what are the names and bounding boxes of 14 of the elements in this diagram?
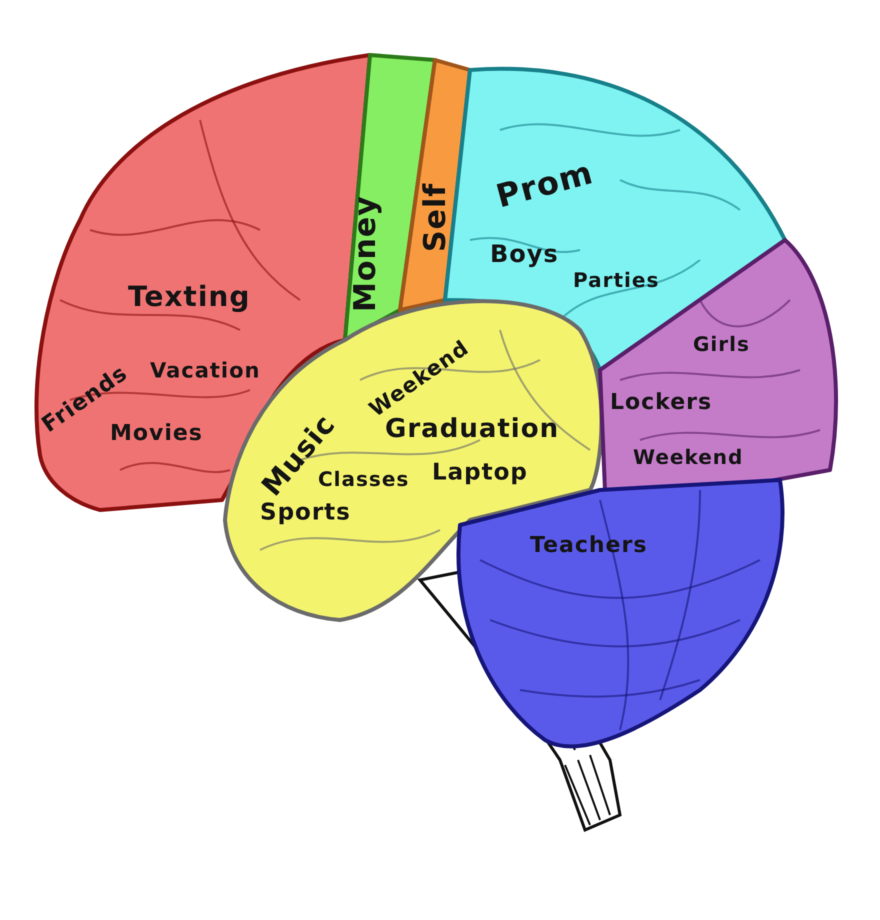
region-word: Vacation (150, 360, 261, 382)
region-word: Weekend (633, 447, 744, 467)
region-word: Sports (260, 502, 351, 524)
region-word: Boys (490, 242, 559, 266)
region-word: Prom (492, 156, 596, 212)
region-word: Money (351, 195, 381, 312)
region-word: Self (421, 182, 451, 252)
region-word: Graduation (385, 416, 560, 442)
region-word: Teachers (530, 535, 648, 557)
region-word: Parties (573, 270, 660, 290)
region-word: Lockers (610, 392, 712, 414)
region-word: Girls (693, 334, 750, 354)
region-word: Laptop (432, 462, 528, 484)
region-word: Texting (128, 283, 250, 311)
